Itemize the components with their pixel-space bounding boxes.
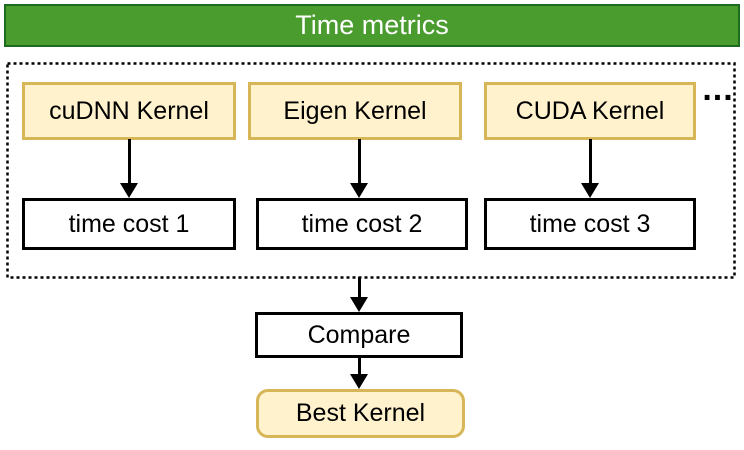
arrow-line <box>357 139 361 183</box>
arrow-line <box>357 277 361 297</box>
arrow-head-icon <box>350 297 368 312</box>
more-kernels-ellipsis: ... <box>702 70 734 108</box>
arrow-head-icon <box>350 374 368 389</box>
title-text: Time metrics <box>295 10 449 40</box>
arrow-line <box>357 358 361 374</box>
node-time-cost-3: time cost 3 <box>484 198 696 250</box>
arrow-compare-to-best <box>350 358 368 389</box>
node-best-kernel: Best Kernel <box>256 389 465 438</box>
node-time-cost-2: time cost 2 <box>256 198 468 250</box>
node-cudnn-kernel: cuDNN Kernel <box>22 82 236 140</box>
arrow-line <box>127 139 131 183</box>
arrow-head-icon <box>350 183 368 198</box>
arrow-eigen-to-timecost2 <box>350 139 368 198</box>
node-compare: Compare <box>255 312 463 358</box>
arrow-metrics-to-compare <box>350 277 368 312</box>
node-time-cost-1: time cost 1 <box>22 198 236 250</box>
arrow-cudnn-to-timecost1 <box>120 139 138 198</box>
arrow-head-icon <box>120 183 138 198</box>
arrow-line <box>588 139 592 183</box>
candidate-kernels-group-border <box>6 62 736 279</box>
node-cuda-kernel: CUDA Kernel <box>484 82 696 140</box>
node-eigen-kernel: Eigen Kernel <box>248 82 462 140</box>
title-bar: Time metrics <box>4 4 740 47</box>
arrow-cuda-to-timecost3 <box>581 139 599 198</box>
arrow-head-icon <box>581 183 599 198</box>
